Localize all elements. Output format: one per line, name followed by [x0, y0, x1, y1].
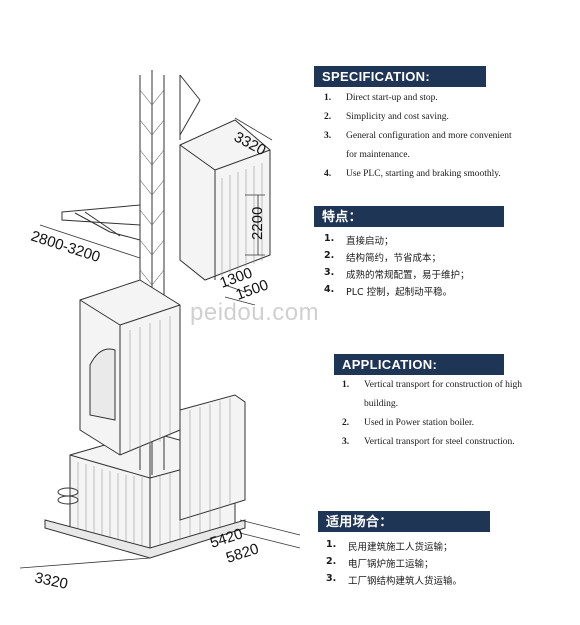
list-item: 4.Use PLC, starting and braking smoothly… [324, 169, 501, 179]
list-item: 1.Vertical transport for construction of… [342, 380, 523, 390]
list-item: 2.结构简约，节省成本； [324, 250, 442, 264]
list-item: 2.Used in Power station boiler. [342, 418, 475, 428]
list-item: 2.Simplicity and cost saving. [324, 112, 449, 122]
list-item: 2.电厂锅炉施工运输； [326, 556, 434, 570]
dim-2200: 2200 [249, 207, 266, 240]
list-item: building. [364, 399, 399, 409]
lower-cage [79, 279, 181, 456]
application-cn-header: 适用场合： [318, 511, 490, 532]
list-item: 3.Vertical transport for steel construct… [342, 437, 515, 447]
list-item: 3.General configuration and more conveni… [324, 131, 512, 141]
list-item: 4.PLC 控制，起制动平稳。 [324, 284, 453, 298]
watermark: peidou.com [190, 299, 320, 326]
list-item: for maintenance. [346, 150, 410, 160]
dimension-lines [19, 117, 301, 569]
features-cn-list: 1.直接启动； 2.结构简约，节省成本； 3.成熟的常规配置，易于维护； 4.P… [324, 233, 574, 301]
landing-gate [179, 394, 246, 521]
list-item: 3.工厂钢结构建筑人货运输。 [326, 573, 463, 587]
list-item: 3.成熟的常规配置，易于维护； [324, 267, 470, 281]
application-list: 1.Vertical transport for construction of… [342, 380, 574, 456]
specification-list: 1.Direct start-up and stop. 2.Simplicity… [324, 93, 574, 188]
application-cn-list: 1.民用建筑施工人货运输； 2.电厂锅炉施工运输； 3.工厂钢结构建筑人货运输。 [326, 539, 576, 590]
list-item: 1.Direct start-up and stop. [324, 93, 438, 103]
specification-header: SPECIFICATION: [314, 66, 486, 87]
tie-arm [61, 204, 141, 241]
list-item: 1.民用建筑施工人货运输； [326, 539, 453, 553]
list-item: 1.直接启动； [324, 233, 394, 247]
features-cn-header: 特点： [314, 206, 504, 227]
dim-3320-bottom: 3320 [33, 569, 69, 593]
application-header: APPLICATION: [334, 354, 504, 375]
upper-cage [179, 119, 271, 281]
